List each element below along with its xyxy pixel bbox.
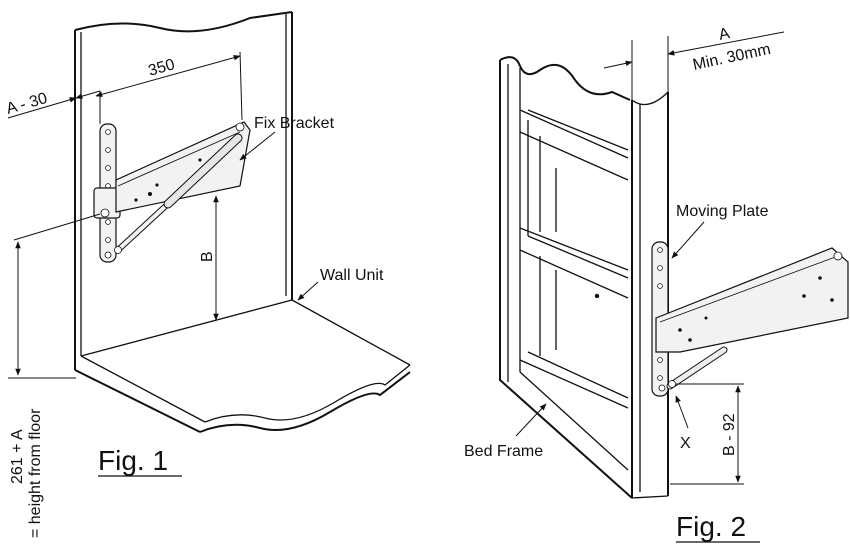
caption-fig-1: Fig. 1 <box>98 445 168 476</box>
label-wall-unit: Wall Unit <box>320 267 384 284</box>
leader-x <box>675 395 689 429</box>
gas-strut <box>114 133 243 254</box>
gas-strut-fig2 <box>666 346 728 390</box>
label-a-minus-30: A - 30 <box>4 90 49 118</box>
arm-bracket <box>655 247 849 353</box>
label-bed-frame: Bed Frame <box>464 443 543 460</box>
caption-fig-2: Fig. 2 <box>676 511 746 542</box>
label-moving-plate: Moving Plate <box>676 203 769 220</box>
leader-bed-frame <box>515 403 547 437</box>
figure-2: A Min. 30mm <box>464 25 849 543</box>
leader-moving-plate <box>671 221 705 259</box>
label-b: B <box>199 251 216 262</box>
label-a: A <box>717 25 731 44</box>
figure-1: A - 30 350 Fix Bracket B Wall Unit 261 +… <box>4 11 411 538</box>
label-fix-bracket: Fix Bracket <box>254 115 335 132</box>
bed-frame <box>499 56 669 499</box>
label-height-note: = height from floor <box>27 408 44 538</box>
wall-mount-plate <box>93 123 121 263</box>
label-x: X <box>680 435 691 452</box>
wall-unit-cabinet <box>74 11 411 433</box>
label-height-formula: 261 + A <box>9 429 26 484</box>
dimension-a-min-30mm <box>603 31 785 100</box>
leader-wall-unit <box>297 281 319 301</box>
label-min-30mm: Min. 30mm <box>691 41 772 74</box>
label-b-minus-92: B - 92 <box>721 413 738 456</box>
label-350: 350 <box>146 56 176 80</box>
dimension-b-minus-92 <box>670 383 744 485</box>
dimension-350 <box>95 51 243 121</box>
dimension-height-from-floor <box>8 213 101 379</box>
leader-fix-bracket <box>239 131 276 161</box>
fix-bracket <box>115 121 251 213</box>
